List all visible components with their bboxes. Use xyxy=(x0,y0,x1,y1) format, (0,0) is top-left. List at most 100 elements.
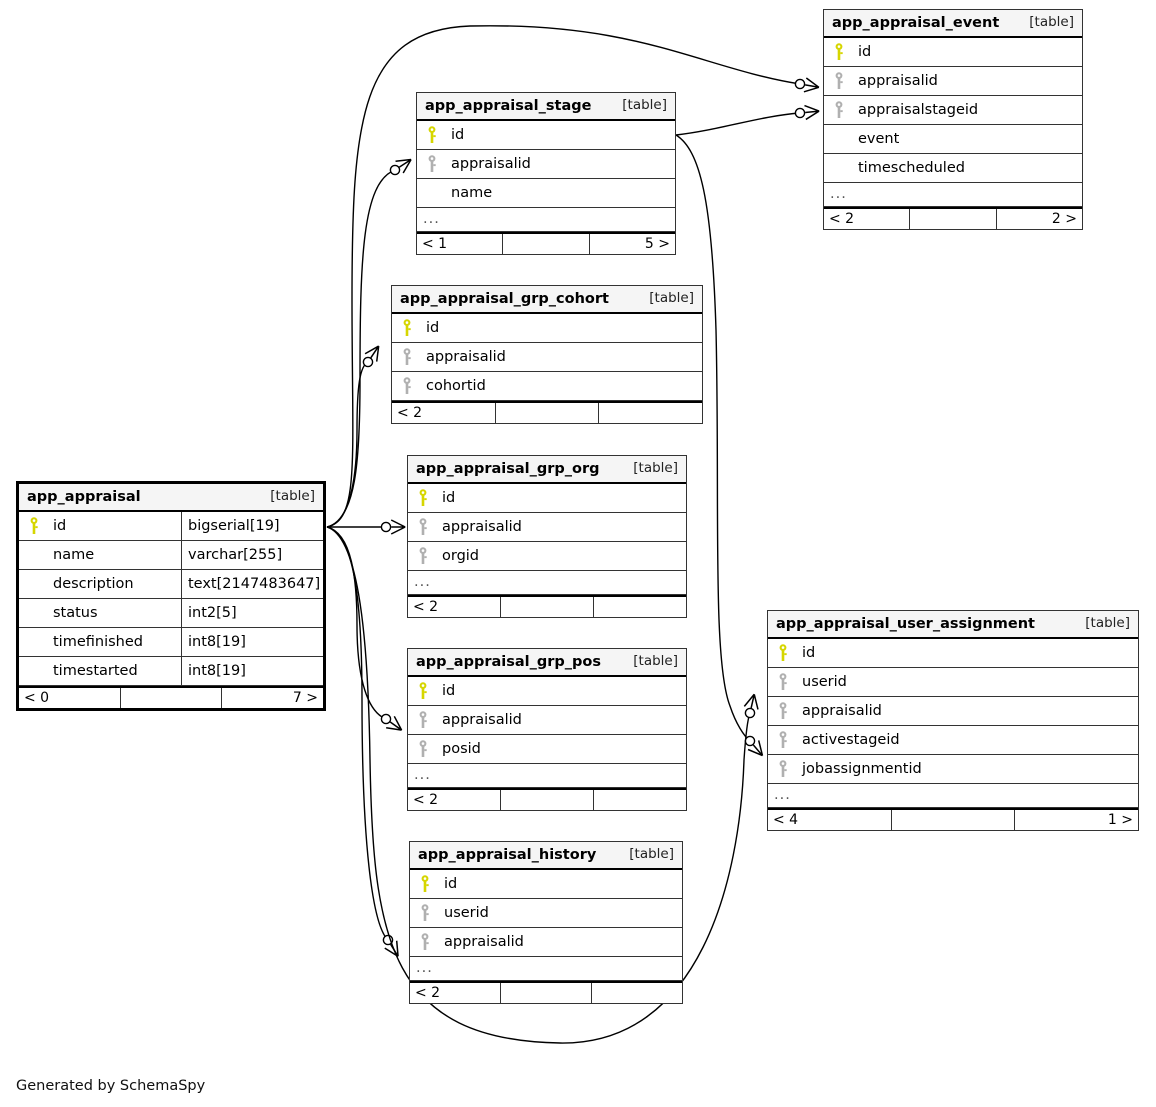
foreign-key-icon xyxy=(419,518,427,535)
column-name: id xyxy=(53,518,67,534)
column-row[interactable]: posid xyxy=(408,735,686,764)
footer-left-count: < 0 xyxy=(19,688,121,708)
column-row[interactable]: name varchar[255] xyxy=(19,541,323,570)
table-type-tag: [table] xyxy=(633,460,678,477)
column-key-cell xyxy=(410,904,436,922)
column-row[interactable]: appraisalid xyxy=(824,67,1082,96)
footer-mid-count xyxy=(121,688,223,708)
column-row[interactable]: id xyxy=(392,314,702,343)
table-title: app_appraisal_history xyxy=(418,846,597,863)
table-type-tag: [table] xyxy=(1085,615,1130,632)
table-app_appraisal_grp_org[interactable]: app_appraisal_grp_org[table]id appraisali… xyxy=(407,455,687,618)
column-row[interactable]: appraisalid xyxy=(392,343,702,372)
column-row[interactable]: timescheduled xyxy=(824,154,1082,183)
column-row[interactable]: appraisalid xyxy=(408,513,686,542)
foreign-key-icon xyxy=(403,377,411,394)
table-type-tag: [table] xyxy=(629,846,674,863)
footer-right-count: 5 > xyxy=(644,236,670,252)
relationship-line xyxy=(326,526,387,720)
footer-mid-count xyxy=(892,810,1016,830)
column-row[interactable]: userid xyxy=(768,668,1138,697)
column-key-cell xyxy=(408,518,434,536)
column-name: jobassignmentid xyxy=(802,761,922,777)
table-header: app_appraisal_history [table] xyxy=(410,842,682,870)
column-type: varchar[255] xyxy=(181,541,323,569)
column-row[interactable]: orgid xyxy=(408,542,686,571)
table-header: app_appraisal_event[table] xyxy=(824,10,1082,38)
column-key-cell xyxy=(19,517,45,535)
column-row[interactable]: id xyxy=(408,677,686,706)
relationship-zero-marker xyxy=(744,707,756,719)
footer-left-count: < 2 xyxy=(408,597,501,617)
table-header: app_appraisal_grp_org[table] xyxy=(408,456,686,484)
column-row[interactable]: id xyxy=(768,639,1138,668)
crows-foot-marker xyxy=(390,519,406,535)
column-name: timefinished xyxy=(53,634,143,650)
column-type: int8[19] xyxy=(181,657,323,685)
column-name: description xyxy=(53,576,134,592)
column-name: id xyxy=(858,44,872,60)
column-row[interactable]: userid xyxy=(410,899,682,928)
table-footer: < 2 xyxy=(392,401,702,423)
column-row[interactable]: appraisalid xyxy=(768,697,1138,726)
table-title: app_appraisal_stage xyxy=(425,97,592,114)
foreign-key-icon xyxy=(419,740,427,757)
more-columns-indicator: ... xyxy=(417,208,675,232)
column-key-cell xyxy=(392,348,418,366)
column-name: id xyxy=(442,683,456,699)
foreign-key-icon xyxy=(835,72,843,89)
column-row[interactable]: id xyxy=(417,121,675,150)
column-name: name xyxy=(53,547,95,563)
column-row[interactable]: jobassignmentid xyxy=(768,755,1138,784)
footer-right-count: 7 > xyxy=(292,690,319,706)
relationship-line xyxy=(675,112,801,136)
relationship-line xyxy=(675,134,751,742)
column-key-cell xyxy=(768,702,794,720)
footer-right-count xyxy=(594,790,686,810)
column-row[interactable]: appraisalid xyxy=(417,150,675,179)
foreign-key-icon xyxy=(779,702,787,719)
column-row[interactable]: id xyxy=(408,484,686,513)
column-row[interactable]: appraisalstageid xyxy=(824,96,1082,125)
crows-foot-marker xyxy=(386,715,403,731)
column-name: activestageid xyxy=(802,732,900,748)
more-columns-indicator: ... xyxy=(410,957,682,981)
column-key-cell xyxy=(408,740,434,758)
crows-foot-marker xyxy=(743,693,759,710)
column-row[interactable]: id xyxy=(410,870,682,899)
column-row[interactable]: name xyxy=(417,179,675,208)
table-type-tag: [table] xyxy=(649,290,694,307)
relationship-1 xyxy=(675,104,820,136)
column-row[interactable]: event xyxy=(824,125,1082,154)
column-name: posid xyxy=(442,741,481,757)
column-name: appraisalid xyxy=(442,519,522,535)
foreign-key-icon xyxy=(779,731,787,748)
column-row[interactable]: appraisalid xyxy=(410,928,682,957)
foreign-key-icon xyxy=(779,760,787,777)
column-name: status xyxy=(53,605,98,621)
column-row[interactable]: activestageid xyxy=(768,726,1138,755)
column-row[interactable]: appraisalid xyxy=(408,706,686,735)
column-name: appraisalid xyxy=(442,712,522,728)
relationship-line xyxy=(326,526,389,941)
column-key-cell xyxy=(392,377,418,395)
column-row[interactable]: id xyxy=(824,38,1082,67)
relationship-line xyxy=(326,169,396,528)
column-key-cell xyxy=(768,760,794,778)
column-row[interactable]: cohortid xyxy=(392,372,702,401)
column-key-cell xyxy=(768,731,794,749)
